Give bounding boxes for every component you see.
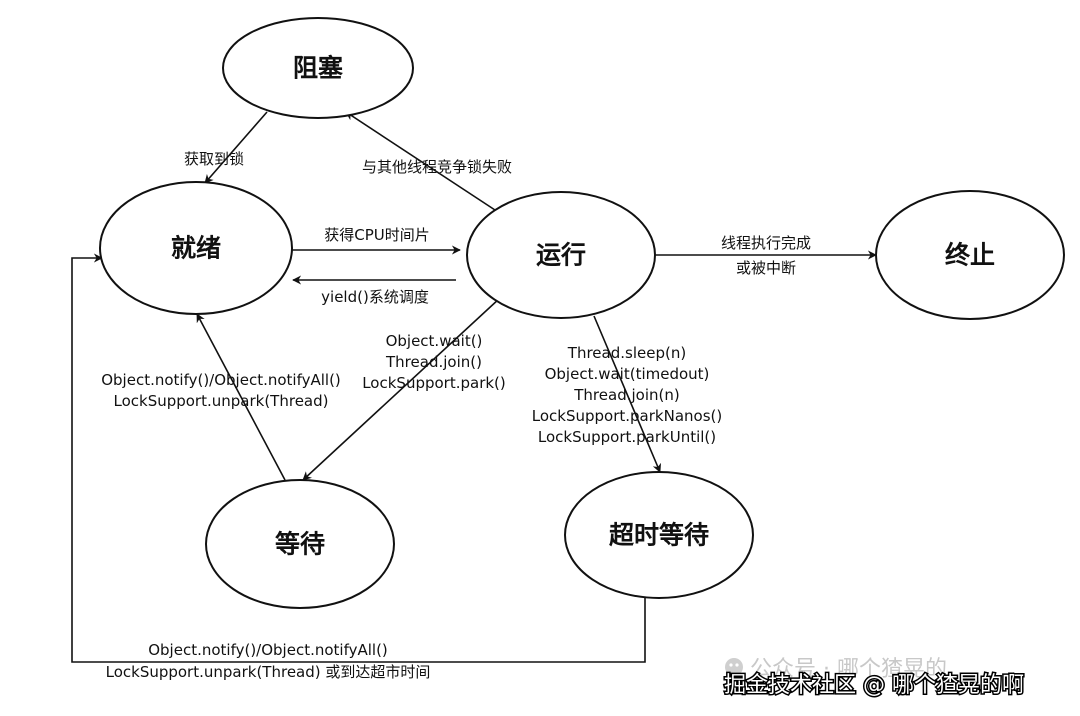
label-waiting-to-ready-1: Object.notify()/Object.notifyAll(): [101, 371, 341, 389]
label-running-to-timed-waiting-2: Object.wait(timedout): [545, 365, 710, 383]
node-label-terminated: 终止: [945, 241, 995, 270]
label-running-to-terminated-2: 或被中断: [736, 259, 796, 277]
nodes: [99, 17, 1065, 609]
label-running-to-waiting-3: LockSupport.park(): [362, 374, 506, 392]
wechat-icon: [725, 658, 743, 676]
label-running-to-ready: yield()系统调度: [321, 288, 429, 306]
node-blocked: [222, 17, 414, 119]
wechat-icon-eye-right: [735, 663, 739, 667]
node-label-waiting: 等待: [275, 530, 325, 559]
node-waiting: [205, 479, 395, 609]
label-running-to-terminated-1: 线程执行完成: [721, 234, 811, 252]
node-ready: [99, 181, 293, 315]
node-label-blocked: 阻塞: [293, 54, 343, 83]
node-running: [466, 191, 656, 319]
label-running-to-timed-waiting-5: LockSupport.parkUntil(): [538, 428, 716, 446]
edges: [71, 111, 877, 663]
edge-labels: 获取到锁 与其他线程竞争锁失败 获得CPU时间片 yield()系统调度 线程执…: [101, 150, 811, 681]
label-ready-to-running: 获得CPU时间片: [324, 226, 430, 244]
watermark-line1: 公众号 · 哪个猹晃的: [750, 657, 947, 682]
label-blocked-to-ready: 获取到锁: [184, 150, 244, 168]
watermark-line2: 掘金技术社区 @ 哪个猹晃的啊: [724, 673, 1024, 698]
node-label-running: 运行: [536, 241, 586, 270]
node-terminated: [875, 190, 1065, 320]
watermark: 公众号 · 哪个猹晃的 掘金技术社区 @ 哪个猹晃的啊: [723, 657, 1026, 700]
label-timed-waiting-to-ready-1: Object.notify()/Object.notifyAll(): [148, 641, 388, 659]
label-running-to-timed-waiting-1: Thread.sleep(n): [567, 344, 686, 362]
node-label-timed-waiting: 超时等待: [609, 521, 709, 550]
wechat-icon-eye-left: [729, 663, 733, 667]
edge-running-to-blocked: [345, 111, 496, 211]
edge-running-to-timed-waiting: [593, 315, 661, 473]
edge-running-to-waiting: [302, 297, 501, 481]
edge-waiting-to-ready: [196, 313, 286, 481]
label-running-to-timed-waiting-3: Thread.join(n): [573, 386, 679, 404]
label-waiting-to-ready-2: LockSupport.unpark(Thread): [113, 392, 328, 410]
node-timed-waiting: [564, 471, 754, 599]
label-running-to-timed-waiting-4: LockSupport.parkNanos(): [532, 407, 722, 425]
label-running-to-waiting-1: Object.wait(): [386, 332, 483, 350]
label-running-to-blocked: 与其他线程竞争锁失败: [362, 158, 512, 176]
node-labels: 阻塞 就绪 运行 终止 等待 超时等待: [171, 54, 995, 559]
label-timed-waiting-to-ready-2: LockSupport.unpark(Thread) 或到达超市时间: [106, 663, 431, 681]
label-running-to-waiting-2: Thread.join(): [385, 353, 482, 371]
edge-timed-waiting-to-ready: [71, 253, 646, 663]
edge-blocked-to-ready: [204, 111, 268, 184]
node-label-ready: 就绪: [171, 234, 221, 263]
